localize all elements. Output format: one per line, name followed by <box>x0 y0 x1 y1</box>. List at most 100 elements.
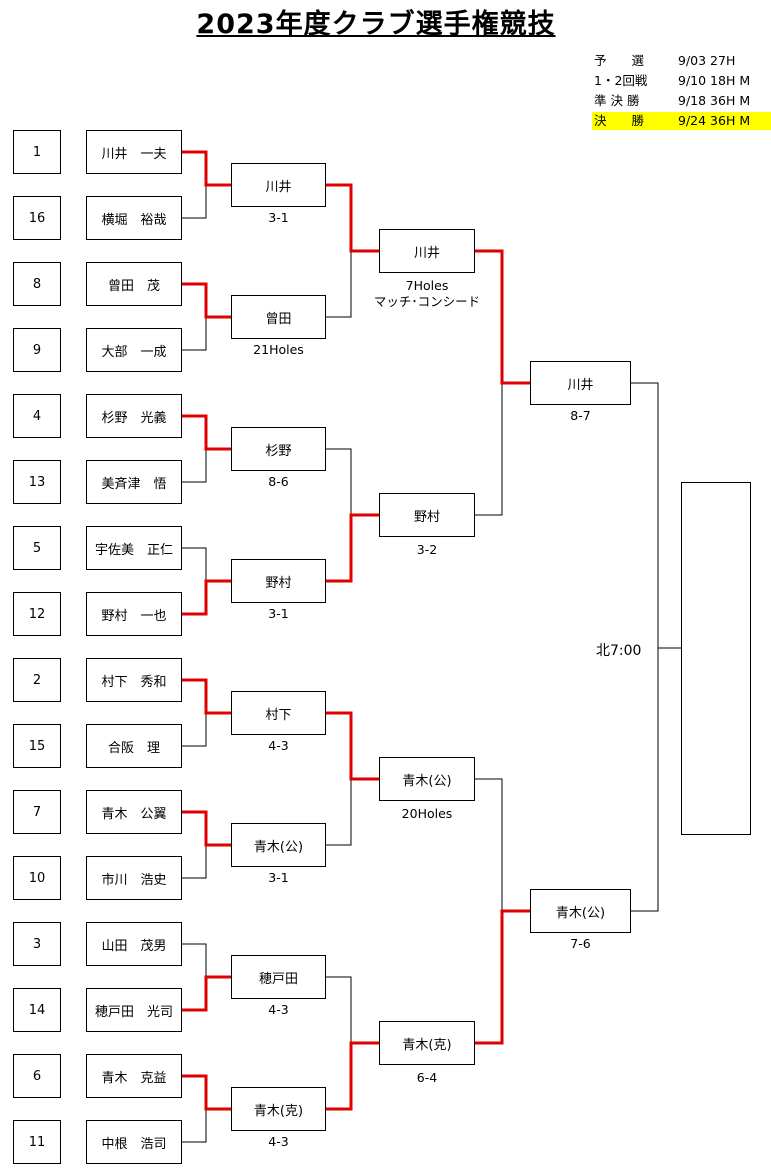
semifinal-winner: 川井 <box>530 361 631 405</box>
round1-winner: 野村 <box>231 559 326 603</box>
schedule-round: 予 選 <box>594 53 645 68</box>
round1-score: 3-1 <box>268 870 289 885</box>
seed-number: 11 <box>13 1120 61 1164</box>
player-name: 野村 一也 <box>86 592 182 636</box>
schedule-round: 準 決 勝 <box>594 93 640 108</box>
semifinal-score: 8-7 <box>570 408 591 423</box>
seed-number: 2 <box>13 658 61 702</box>
schedule-round: 1・2回戦 <box>594 73 648 88</box>
round2-note: マッチ･コンシード <box>373 294 481 309</box>
player-name: 中根 浩司 <box>86 1120 182 1164</box>
schedule-row: 1・2回戦 9/10 18H M <box>592 72 771 90</box>
winner-path-line <box>182 1074 231 1111</box>
final-time: 北7:00 <box>596 643 642 659</box>
player-name: 合阪 理 <box>86 724 182 768</box>
round1-winner: 曾田 <box>231 295 326 339</box>
round2-winner: 青木(公) <box>379 757 475 801</box>
winner-path-line <box>182 678 231 715</box>
seed-number: 6 <box>13 1054 61 1098</box>
player-name: 青木 公翼 <box>86 790 182 834</box>
round2-winner: 青木(克) <box>379 1021 475 1065</box>
player-name: 曾田 茂 <box>86 262 182 306</box>
round1-score: 4-3 <box>268 738 289 753</box>
seed-number: 5 <box>13 526 61 570</box>
bracket-line <box>182 185 207 219</box>
round2-score: 3-2 <box>416 542 438 557</box>
seed-number: 8 <box>13 262 61 306</box>
semifinal-winner: 青木(公) <box>530 889 631 933</box>
seed-number: 4 <box>13 394 61 438</box>
final-winner-box <box>681 482 751 835</box>
bracket-line <box>182 317 207 351</box>
bracket-line <box>326 251 352 318</box>
player-name: 村下 秀和 <box>86 658 182 702</box>
bracket-line <box>475 383 503 516</box>
round1-score: 21Holes <box>253 342 304 357</box>
round1-winner: 青木(克) <box>231 1087 326 1131</box>
seed-number: 9 <box>13 328 61 372</box>
seed-number: 1 <box>13 130 61 174</box>
player-name: 川井 一夫 <box>86 130 182 174</box>
schedule-row: 準 決 勝 9/18 36H M <box>592 92 771 110</box>
round2-winner: 野村 <box>379 493 475 537</box>
player-name: 杉野 光義 <box>86 394 182 438</box>
seed-number: 14 <box>13 988 61 1032</box>
bracket-line <box>182 449 207 483</box>
page-title: 2023年度クラブ選手権競技 <box>196 9 556 40</box>
round1-score: 4-3 <box>268 1002 289 1017</box>
winner-path-line <box>475 909 530 1045</box>
schedule-round: 決 勝 <box>594 113 645 128</box>
round1-score: 8-6 <box>268 474 289 489</box>
bracket-line <box>182 845 207 879</box>
player-name: 美斉津 悟 <box>86 460 182 504</box>
round1-winner: 穂戸田 <box>231 955 326 999</box>
seed-number: 16 <box>13 196 61 240</box>
round1-score: 3-1 <box>268 210 289 225</box>
bracket-line <box>326 779 352 846</box>
schedule-date: 9/24 36H M <box>678 113 751 128</box>
winner-path-line <box>326 513 379 583</box>
player-name: 穂戸田 光司 <box>86 988 182 1032</box>
semifinal-score: 7-6 <box>570 936 591 951</box>
round1-winner: 杉野 <box>231 427 326 471</box>
round1-winner: 川井 <box>231 163 326 207</box>
winner-path-line <box>326 1041 379 1111</box>
bracket-line <box>182 1109 207 1143</box>
round1-score: 4-3 <box>268 1134 289 1149</box>
seed-number: 15 <box>13 724 61 768</box>
winner-path-line <box>182 414 231 451</box>
seed-number: 7 <box>13 790 61 834</box>
winner-path-line <box>182 810 231 847</box>
bracket-line <box>182 943 207 977</box>
seed-number: 12 <box>13 592 61 636</box>
round1-winner: 青木(公) <box>231 823 326 867</box>
bracket-line <box>326 448 352 515</box>
seed-number: 10 <box>13 856 61 900</box>
schedule-row: 予 選 9/03 27H <box>592 52 771 70</box>
bracket-line <box>326 976 352 1043</box>
player-name: 市川 浩史 <box>86 856 182 900</box>
winner-path-line <box>182 150 231 187</box>
winner-path-line <box>182 282 231 319</box>
bracket-line <box>182 713 207 747</box>
winner-path-line <box>182 975 231 1012</box>
round2-winner: 川井 <box>379 229 475 273</box>
schedule-date: 9/10 18H M <box>678 73 751 88</box>
bracket-line <box>182 547 207 581</box>
seed-number: 3 <box>13 922 61 966</box>
round1-score: 3-1 <box>268 606 289 621</box>
round2-score: 20Holes <box>401 806 453 821</box>
schedule-date: 9/18 36H M <box>678 93 751 108</box>
winner-path-line <box>326 183 379 253</box>
player-name: 宇佐美 正仁 <box>86 526 182 570</box>
winner-path-line <box>475 249 530 385</box>
winner-path-line <box>182 579 231 616</box>
schedule-row-final: 決 勝 9/24 36H M <box>592 112 771 130</box>
player-name: 横堀 裕哉 <box>86 196 182 240</box>
player-name: 山田 茂男 <box>86 922 182 966</box>
bracket-line <box>631 382 659 912</box>
round2-score: 7Holes <box>405 278 449 293</box>
bracket-line <box>475 778 503 911</box>
player-name: 大部 一成 <box>86 328 182 372</box>
